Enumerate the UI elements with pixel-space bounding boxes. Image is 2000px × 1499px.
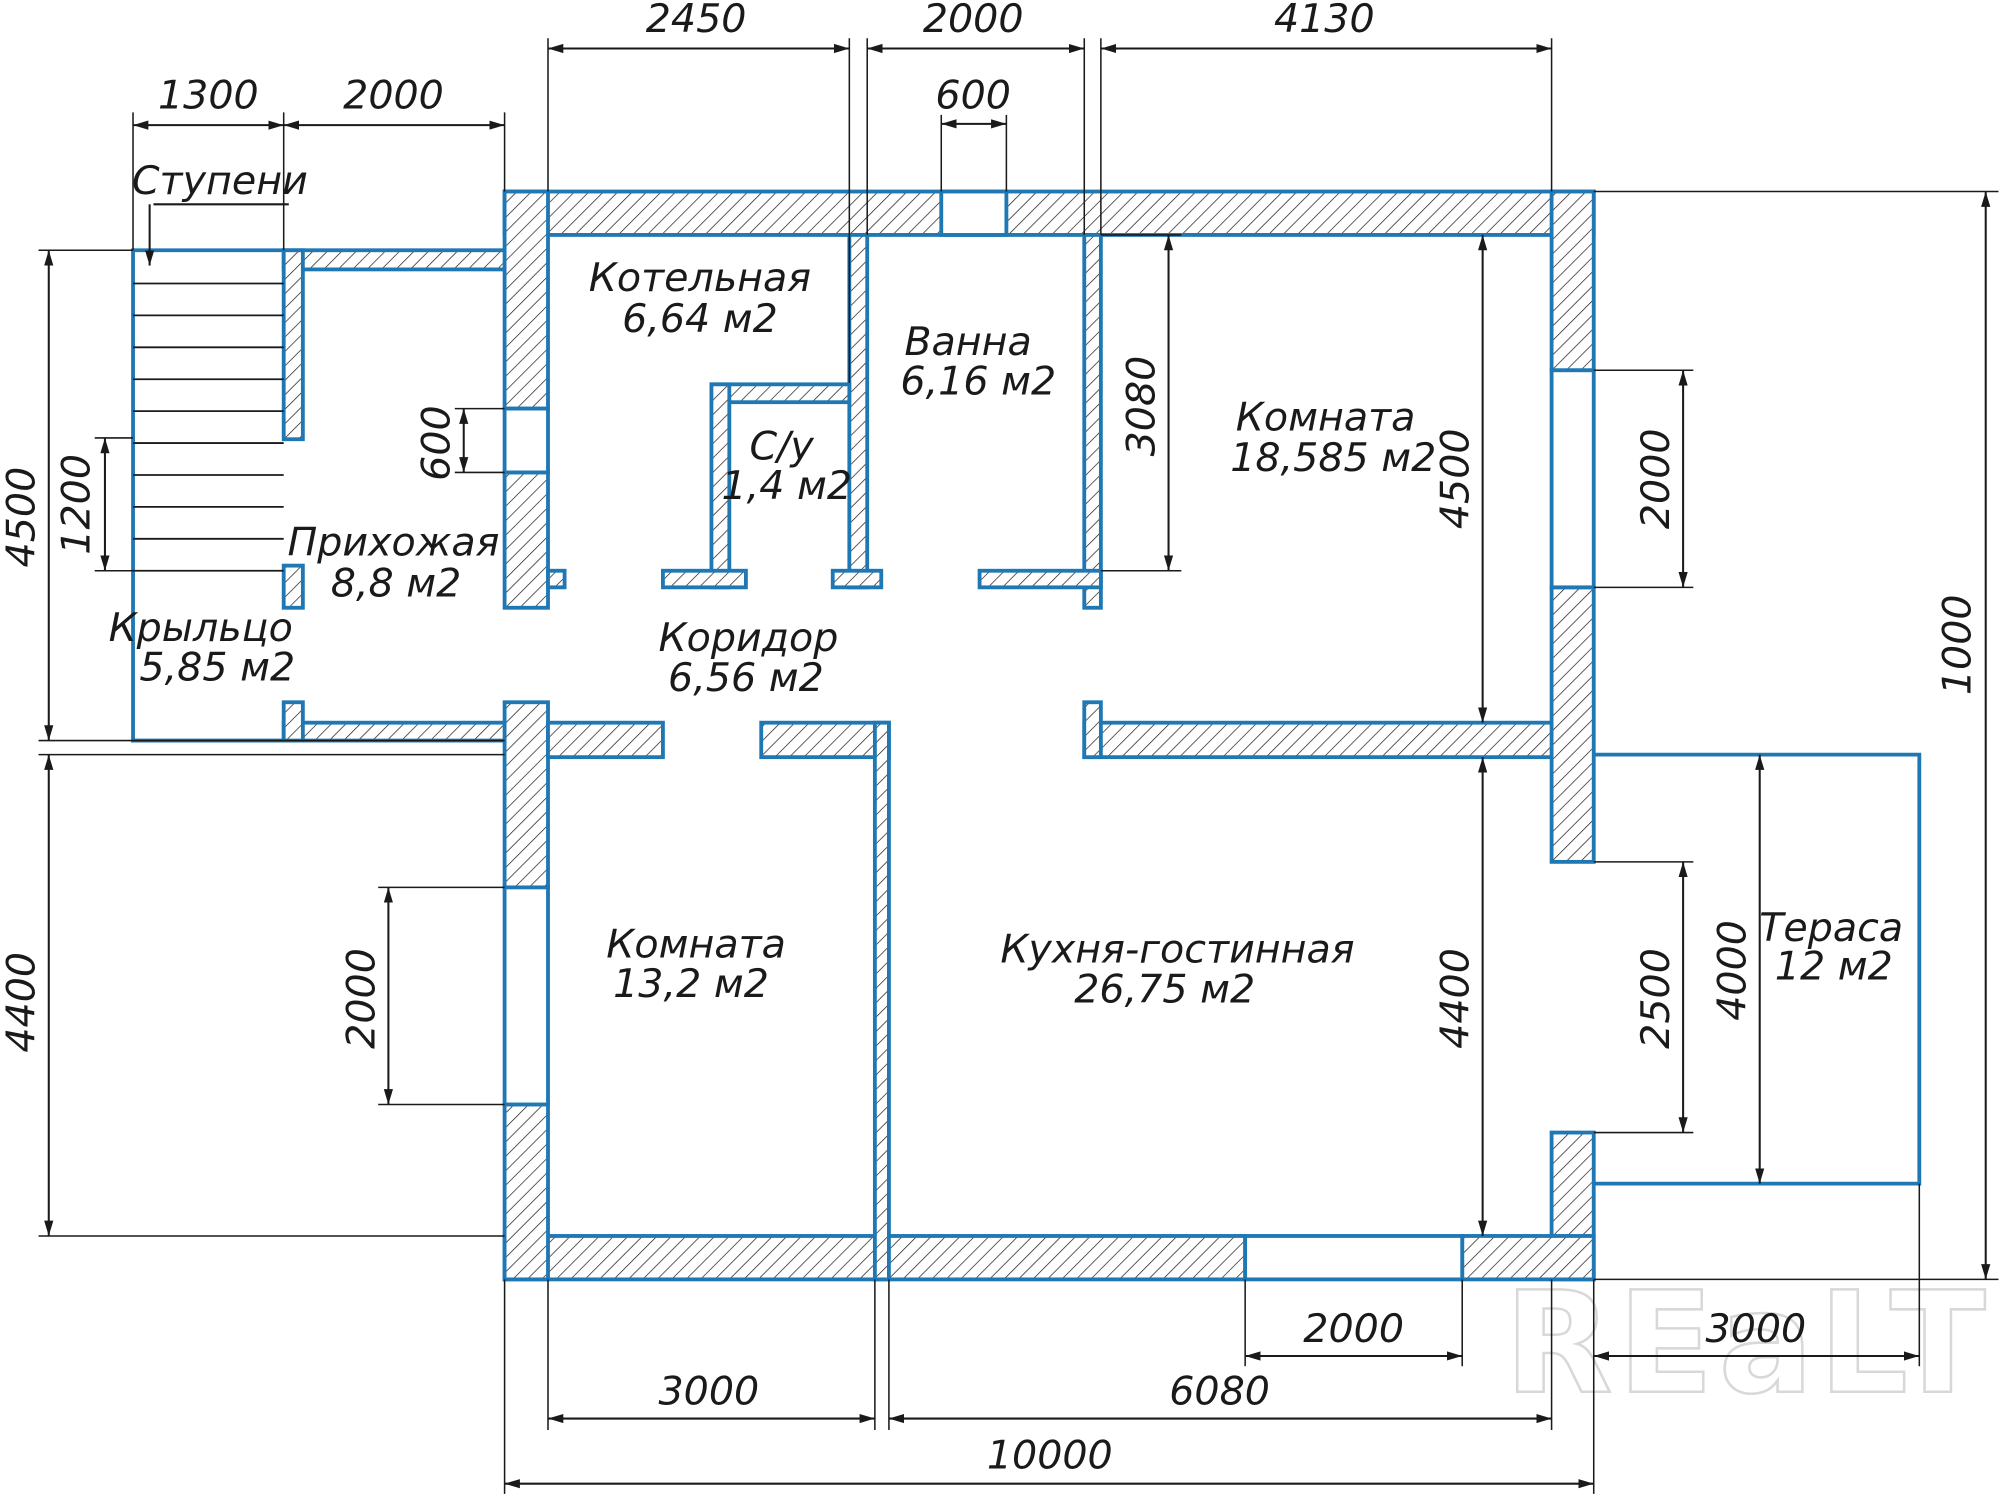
dim-kitchen-4400: 4400 xyxy=(1433,948,1479,1049)
porch-area: 5,85 м2 xyxy=(139,645,295,691)
boiler-room-name: Котельная xyxy=(589,255,811,301)
dim-top-2450: 2450 xyxy=(646,0,747,42)
bath-name: Ванна xyxy=(904,319,1031,365)
dim-left-4400: 4400 xyxy=(0,952,45,1053)
window-vent xyxy=(939,189,1009,237)
corridor-area: 6,56 м2 xyxy=(668,655,824,701)
porch-name: Крыльцо xyxy=(109,605,293,651)
window-room-top xyxy=(1549,368,1596,590)
window-room-bottom xyxy=(502,885,550,1107)
wc-name: С/у xyxy=(749,424,814,470)
dim-hall-window-600: 600 xyxy=(414,405,460,481)
dim-porch-1300: 1300 xyxy=(158,73,259,119)
dim-bottom-window-2000: 2000 xyxy=(1303,1306,1404,1352)
room-bottom-name: Комната xyxy=(606,922,786,968)
kitchen-name: Кухня-гостинная xyxy=(1000,927,1354,973)
dim-room-4500: 4500 xyxy=(1433,428,1479,529)
watermark: REaLT xyxy=(1504,1263,1990,1426)
dim-terrace-3000: 3000 xyxy=(1706,1306,1807,1352)
dim-door-2500: 2500 xyxy=(1633,948,1679,1049)
bath-area: 6,16 м2 xyxy=(900,359,1056,405)
boiler-room-area: 6,64 м2 xyxy=(622,296,778,342)
room-bottom-area: 13,2 м2 xyxy=(613,961,769,1007)
kitchen-area: 26,75 м2 xyxy=(1074,966,1255,1012)
walls xyxy=(281,189,1596,1282)
window-kitchen xyxy=(1243,1234,1465,1282)
dim-terrace-4000: 4000 xyxy=(1710,920,1756,1021)
room-top-name: Комната xyxy=(1236,394,1416,440)
dimension-labels: 2450 2000 4130 600 1300 2000 4500 1200 6… xyxy=(0,0,1980,1478)
room-labels: Ступени Котельная 6,64 м2 Ванна 6,16 м2 … xyxy=(109,158,1904,1012)
dim-top-2000: 2000 xyxy=(923,0,1024,42)
dim-bottom-6080: 6080 xyxy=(1169,1369,1270,1415)
hall-area: 8,8 м2 xyxy=(331,560,462,606)
room-top-area: 18,585 м2 xyxy=(1230,435,1436,481)
hall-name: Прихожая xyxy=(288,519,500,565)
dim-bottom-10000: 10000 xyxy=(987,1432,1113,1478)
dim-hall-2000: 2000 xyxy=(343,73,444,119)
wc-area: 1,4 м2 xyxy=(721,463,852,509)
dim-right-1000: 1000 xyxy=(1934,594,1980,695)
dim-stair-1200: 1200 xyxy=(54,454,100,555)
dim-room-window-2000: 2000 xyxy=(1633,428,1679,529)
dimension-lines xyxy=(38,38,1999,1494)
dim-top-4130: 4130 xyxy=(1274,0,1375,42)
terrace-name: Тераса xyxy=(1759,905,1903,951)
terrace-area: 12 м2 xyxy=(1775,943,1893,989)
dim-bottom-3000: 3000 xyxy=(659,1369,760,1415)
dim-bath-3080: 3080 xyxy=(1118,356,1164,457)
windows xyxy=(502,189,1596,1282)
dim-room-window-2000-b: 2000 xyxy=(338,948,384,1049)
window-hall xyxy=(502,406,550,475)
dim-left-4500: 4500 xyxy=(0,467,45,568)
dim-vent-600: 600 xyxy=(935,73,1011,119)
steps-label: Ступени xyxy=(132,158,308,204)
corridor-name: Коридор xyxy=(659,615,839,661)
steps-leader xyxy=(145,203,289,266)
porch-steps xyxy=(133,282,284,572)
